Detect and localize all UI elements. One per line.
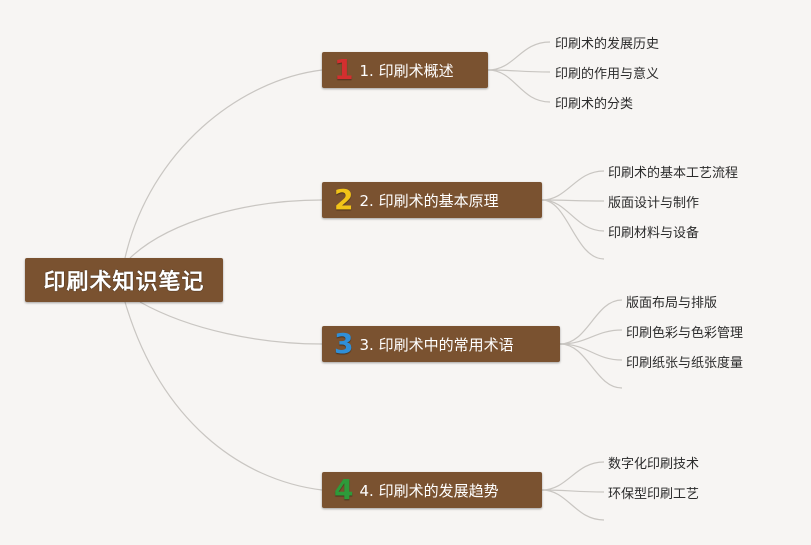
connector-b4-leaf-1 — [541, 461, 605, 491]
connector-b3-leaf-2 — [559, 329, 623, 345]
connector-b1-leaf-3 — [487, 69, 551, 103]
leaf-node[interactable]: 印刷纸张与纸张度量 — [626, 356, 744, 371]
leaf-node[interactable]: 印刷术的发展历史 — [555, 37, 660, 52]
connector-root-branch-4 — [124, 301, 323, 491]
leaf-node[interactable]: 印刷的作用与意义 — [555, 67, 660, 82]
connector-root-branch-1 — [124, 69, 323, 259]
connector-root-branch-3 — [139, 301, 323, 345]
connector-b2-leaf-1 — [541, 170, 605, 201]
connector-b1-leaf-1 — [487, 41, 551, 71]
connector-b3-leaf-4 — [559, 343, 623, 389]
leaf-node[interactable]: 印刷术的分类 — [555, 97, 634, 112]
leaf-node[interactable]: 印刷材料与设备 — [608, 226, 700, 241]
leaf-node[interactable]: 印刷术的基本工艺流程 — [608, 166, 739, 181]
root-label: 印刷术知识笔记 — [43, 270, 205, 295]
leaf-node[interactable]: 环保型印刷工艺 — [608, 487, 700, 502]
connector-b3-leaf-1 — [559, 299, 623, 345]
branch-label: 3. 印刷术中的常用术语 — [359, 335, 514, 354]
number-1-icon: 1 — [334, 53, 354, 86]
branch-node-4[interactable]: 4 4. 印刷术的发展趋势 — [322, 472, 542, 508]
branch-label: 4. 印刷术的发展趋势 — [359, 481, 499, 500]
number-3-icon: 3 — [334, 327, 354, 360]
leaf-node[interactable]: 版面布局与排版 — [626, 296, 718, 311]
connector-b2-leaf-4 — [541, 199, 605, 260]
connector-b2-leaf-3 — [541, 199, 605, 232]
branch-node-1[interactable]: 1 1. 印刷术概述 — [322, 52, 488, 88]
branch-label: 1. 印刷术概述 — [359, 61, 454, 80]
branch-label: 2. 印刷术的基本原理 — [359, 191, 499, 210]
root-node[interactable]: 印刷术知识笔记 — [25, 258, 223, 302]
connector-b4-leaf-3 — [541, 489, 605, 521]
number-2-icon: 2 — [334, 183, 354, 216]
branch-node-3[interactable]: 3 3. 印刷术中的常用术语 — [322, 326, 560, 362]
leaf-node[interactable]: 数字化印刷技术 — [608, 457, 700, 472]
connector-root-branch-2 — [129, 199, 323, 259]
leaf-node[interactable]: 印刷色彩与色彩管理 — [626, 326, 744, 341]
leaf-node[interactable]: 版面设计与制作 — [608, 196, 700, 211]
branch-node-2[interactable]: 2 2. 印刷术的基本原理 — [322, 182, 542, 218]
number-4-icon: 4 — [334, 473, 354, 506]
